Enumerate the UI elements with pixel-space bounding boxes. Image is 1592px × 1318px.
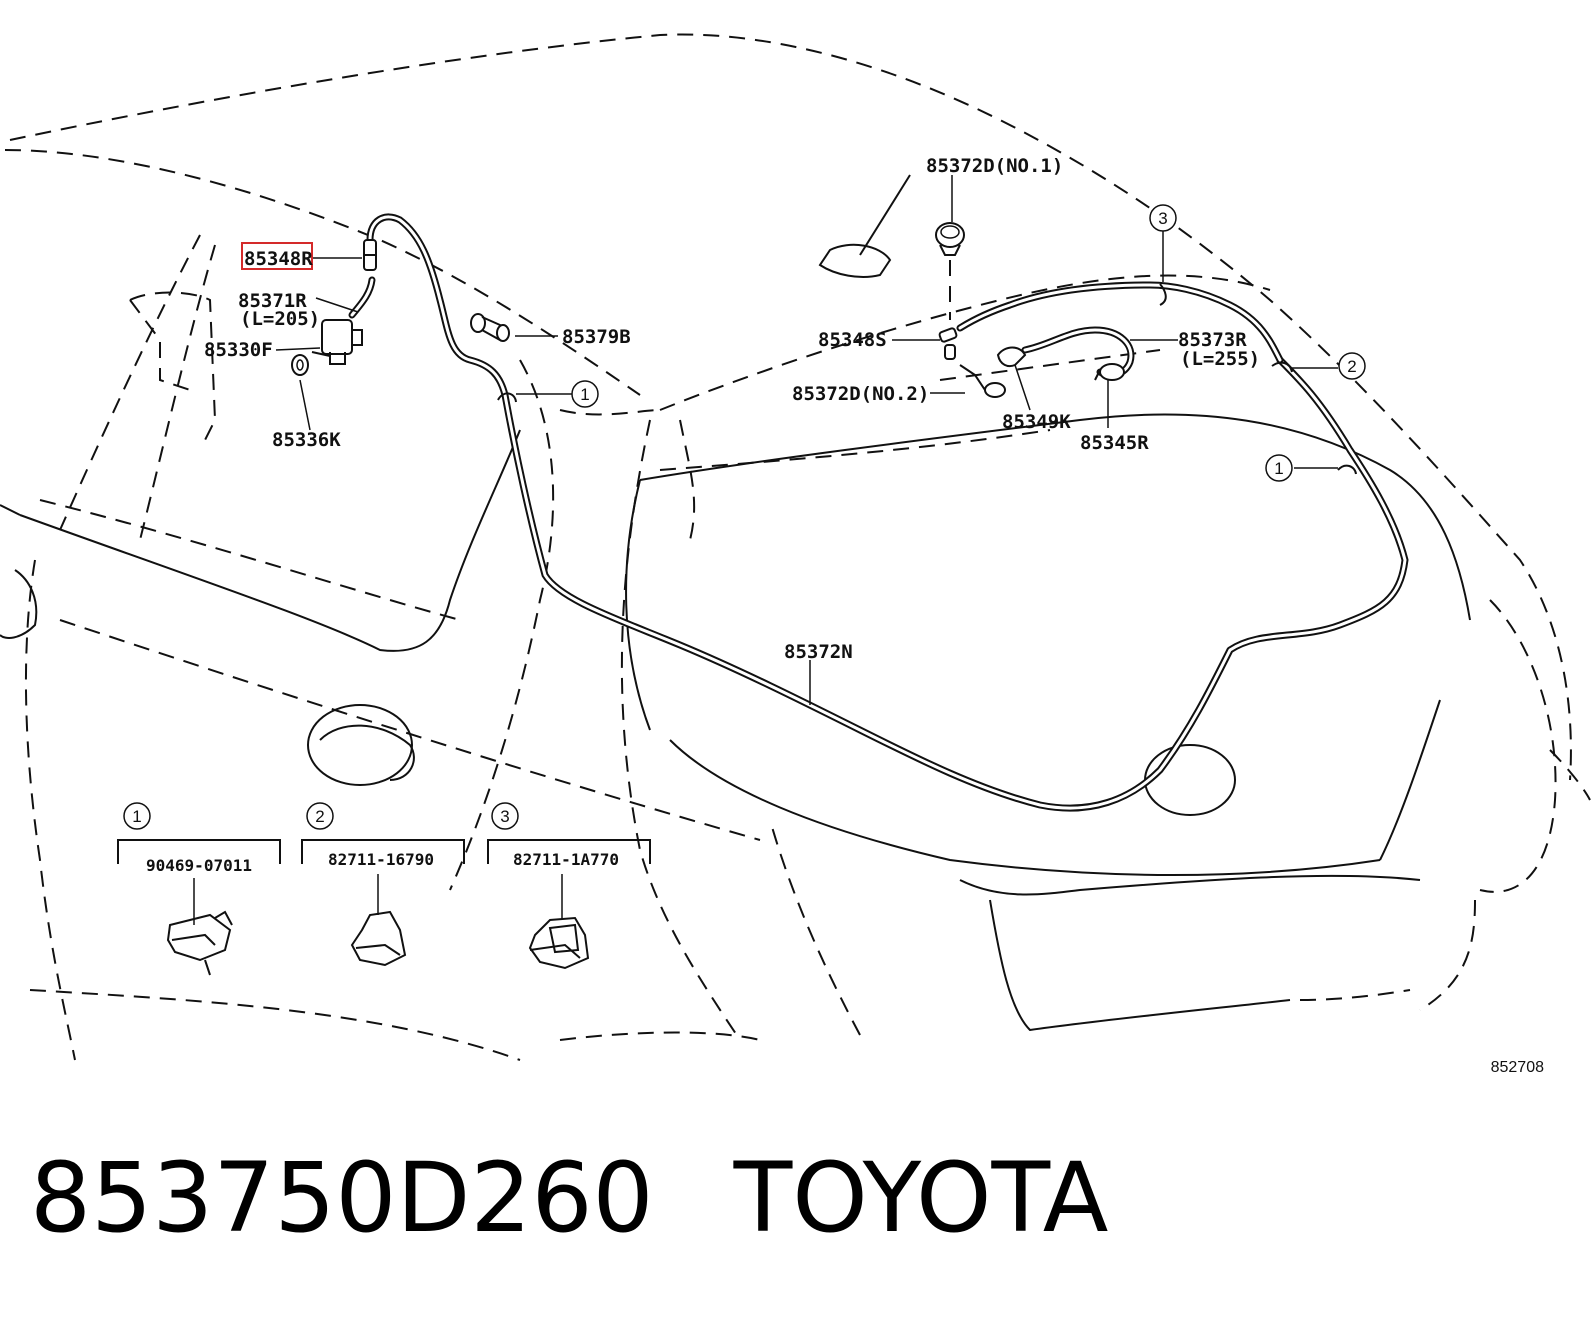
vehicle-outline [0,33,1591,1061]
callout-85371R: 85371R [238,290,307,312]
caption: 853750D260 TOYOTA [30,1138,1570,1258]
callout-85372D-no1: 85372D(NO.1) [926,155,1063,177]
parts-diagram: 85348R 85371R (L=205) 85330F 85336K 8537… [0,33,1591,1076]
washer-hose-85371R [348,276,376,319]
diagram-code: 852708 [1491,1059,1544,1076]
callout-85379B: 85379B [562,326,631,348]
circle-marker-1a: 1 [571,380,599,408]
clip-part-number-2: 82711-16790 [328,850,434,869]
caption-part-number: 853750D260 [30,1142,654,1254]
washer-pump-85330F [311,319,363,365]
callout-85373R-length: (L=255) [1180,348,1260,370]
svg-text:3: 3 [500,807,509,826]
callout-85330F: 85330F [204,339,273,361]
callout-labels: 85348R 85371R (L=205) 85330F 85336K 8537… [204,155,1260,663]
callout-85348R: 85348R [244,248,313,270]
circle-marker-3: 3 [1149,204,1177,232]
svg-text:1: 1 [1274,459,1283,478]
circle-marker-2: 2 [1338,352,1366,380]
hose-clip-marks [497,283,1357,475]
callout-85345R: 85345R [1080,432,1149,454]
joint-85348S [938,327,958,360]
callout-85372D-no2: 85372D(NO.2) [792,383,929,405]
highlight-box-85348R [241,242,313,270]
caption-brand: TOYOTA [733,1142,1109,1254]
washer-hose-upper [956,281,1284,364]
washer-hose-85372N [366,213,1409,812]
svg-text:1: 1 [132,807,141,826]
svg-text:2: 2 [315,807,324,826]
clip-legend-2: 2 82711-16790 [301,802,465,967]
nozzle-85349K [959,346,1027,398]
svg-text:3: 3 [1158,209,1167,228]
callout-85336K: 85336K [272,429,341,451]
grommet-85336K [291,354,309,376]
clip-85345R [1094,363,1125,381]
callout-85372N: 85372N [784,641,853,663]
plug-85379B [470,313,510,342]
callout-85373R: 85373R [1178,329,1247,351]
circle-marker-1b: 1 [1265,454,1293,482]
callout-85348S: 85348S [818,329,887,351]
joint-85348R [363,239,377,271]
grommet-85372D-no1 [935,222,965,256]
clip-part-number-3: 82711-1A770 [513,850,619,869]
clip-legend-3: 3 82711-1A770 [487,802,651,970]
leader-lines [275,175,1338,705]
clip-part-number-1: 90469-07011 [146,856,252,875]
svg-text:1: 1 [580,385,589,404]
svg-text:2: 2 [1347,357,1356,376]
callout-85371R-length: (L=205) [240,308,320,330]
callout-85349K: 85349K [1002,411,1071,433]
clip-legend-1: 1 90469-07011 [117,802,281,976]
